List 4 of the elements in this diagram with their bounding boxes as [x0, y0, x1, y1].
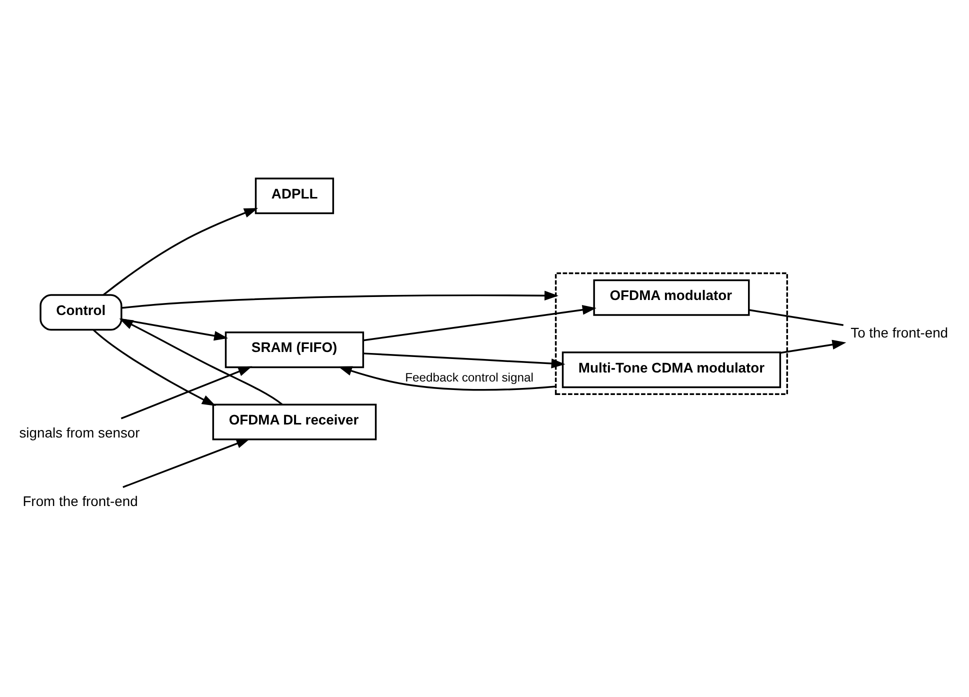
node-text: signals from sensor: [19, 424, 140, 440]
edge-label: Feedback control signal: [405, 370, 534, 384]
node-text: From the front-end: [22, 493, 138, 510]
node-text: To the front-end: [850, 324, 948, 340]
